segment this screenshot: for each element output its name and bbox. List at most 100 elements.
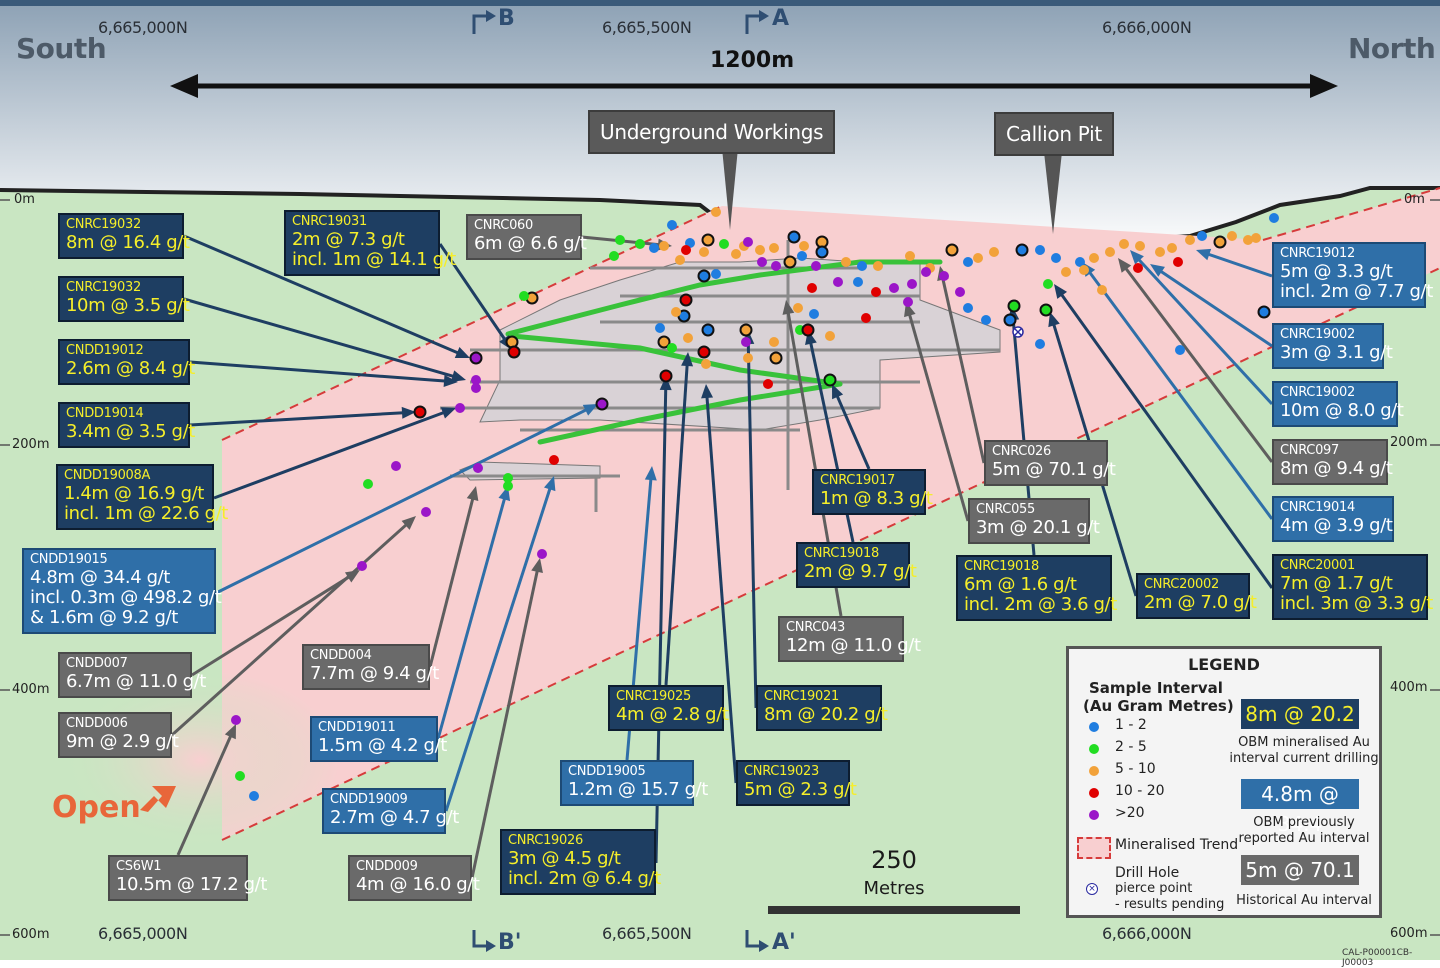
sample-point-1-2 — [1197, 231, 1207, 241]
sample-point-2-5 — [363, 479, 373, 489]
hole-id: CNRC19018 — [964, 559, 1039, 574]
sample-point-5-10 — [825, 331, 835, 341]
hole-id: CNDD009 — [356, 859, 418, 874]
marker-b2-arrow — [486, 940, 496, 952]
sample-point-1-2 — [1175, 345, 1185, 355]
leader-arrowhead — [782, 300, 795, 315]
hole-id: CNRC19025 — [616, 689, 691, 704]
leader-line — [1135, 256, 1274, 406]
sample-point-10-20 — [549, 455, 559, 465]
sample-point-gt20 — [741, 337, 751, 347]
sample-point-5-10 — [769, 243, 779, 253]
distance-label: 1200m — [710, 48, 795, 73]
hole-id: CNDD004 — [310, 648, 372, 663]
sample-point-gt20 — [471, 383, 481, 393]
sample-point-1-2 — [787, 230, 801, 244]
sample-point-5-10 — [1079, 265, 1089, 275]
top-border — [0, 0, 1440, 6]
leader-line — [1122, 265, 1274, 463]
sample-point-2-5 — [503, 481, 513, 491]
sample-point-1-2 — [649, 243, 659, 253]
leader-arrowhead — [401, 406, 416, 419]
sample-point-2-5 — [609, 251, 619, 261]
south-label: South — [16, 32, 107, 65]
sample-point-1-2 — [701, 323, 715, 337]
sample-point-5-10 — [989, 247, 999, 257]
legend-bin-5-10: 5 - 10 — [1115, 761, 1156, 777]
sample-point-1-2 — [1035, 339, 1045, 349]
depth-right-200: 200m — [1390, 435, 1428, 450]
hole-id: CNDD007 — [66, 656, 128, 671]
sample-point-gt20 — [537, 549, 547, 559]
hole-id: CNRC19014 — [1280, 500, 1355, 515]
sample-point-2-5 — [615, 235, 625, 245]
intercept-value: 2m @ 7.3 g/t — [292, 228, 405, 250]
legend-current-desc-1: OBM mineralised Au — [1238, 735, 1370, 750]
hole-id: CNRC19002 — [1280, 385, 1355, 400]
sample-point-1-2 — [697, 269, 711, 283]
sample-point-5-10 — [701, 233, 715, 247]
sample-point-1-2 — [809, 309, 819, 319]
sample-point-5-10 — [945, 243, 959, 257]
leader-arrowhead — [832, 384, 844, 400]
leader-line — [940, 275, 986, 464]
intercept-detail: incl. 0.3m @ 498.2 g/t — [30, 586, 222, 608]
sample-point-10-20 — [681, 245, 691, 255]
coord-top-1: 6,665,000N — [98, 18, 188, 37]
leader-arrowhead — [1054, 284, 1068, 299]
hole-id: CNDD006 — [66, 716, 128, 731]
sample-point-10-20 — [1173, 257, 1183, 267]
depth-left-400: 400m — [12, 682, 50, 697]
sample-point-10-20 — [763, 379, 773, 389]
sample-point-5-10 — [1061, 267, 1071, 277]
leader-line — [1204, 251, 1273, 278]
hole-id: CNRC19031 — [292, 214, 367, 229]
sample-point-5-10 — [671, 307, 681, 317]
pending-mark-b — [1014, 328, 1022, 336]
legend-previous-desc-2: reported Au interval — [1238, 831, 1370, 846]
leader-arrowhead — [1196, 248, 1212, 261]
sample-point-1-2 — [815, 245, 829, 259]
sample-point-10-20 — [861, 313, 871, 323]
open-arrow — [140, 786, 176, 812]
hole-id: CNRC026 — [992, 444, 1051, 459]
hole-id: CNDD19005 — [568, 764, 646, 779]
legend-previous-swatch: 4.8m @ 34.4 — [1241, 779, 1359, 836]
legend-bin-gt20: >20 — [1115, 805, 1145, 821]
intercept-value: 2.7m @ 4.7 g/t — [330, 806, 459, 828]
leader-line — [444, 485, 553, 812]
intercept-value: 10m @ 3.5 g/t — [66, 294, 190, 316]
legend-bin-2-5: 2 - 5 — [1115, 739, 1147, 755]
hole-id: CS6W1 — [116, 859, 162, 874]
section-a-prime-label: A' — [772, 930, 796, 955]
sample-point-1-2 — [1003, 313, 1017, 327]
leader-line — [170, 521, 410, 737]
leader-arrowhead — [659, 376, 672, 391]
intercept-value: 5m @ 70.1 g/t — [992, 458, 1116, 480]
leader-arrowhead — [224, 724, 236, 740]
sample-point-gt20 — [473, 463, 483, 473]
coord-top-3: 6,666,000N — [1102, 18, 1192, 37]
hole-id: CNRC19032 — [66, 217, 141, 232]
sample-point-10-20 — [413, 405, 427, 419]
coord-bottom-1: 6,665,000N — [98, 924, 188, 943]
leader-arrowhead — [681, 352, 694, 367]
sample-point-5-10 — [1185, 235, 1195, 245]
intercept-value: 8m @ 9.4 g/t — [1280, 457, 1393, 479]
leader-line — [834, 392, 871, 470]
hole-id: CNRC060 — [474, 218, 533, 233]
sample-point-10-20 — [507, 345, 521, 359]
sample-point-5-10 — [743, 353, 753, 363]
